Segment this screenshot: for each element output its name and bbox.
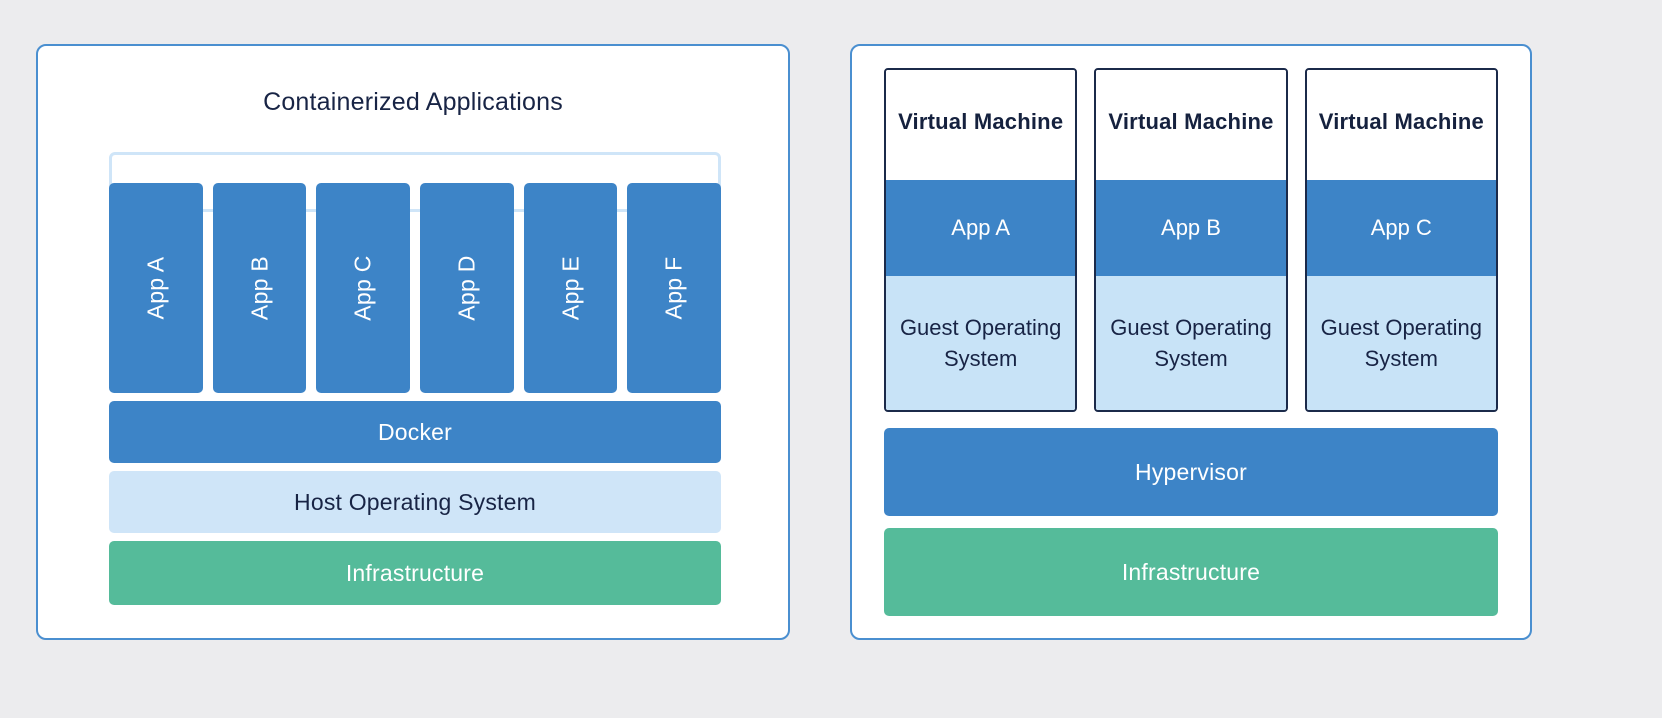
containerized-apps-row: App A App B App C App D App E App F bbox=[109, 183, 722, 393]
virtual-machine-app: App B bbox=[1096, 180, 1286, 276]
app-container-label: App C bbox=[349, 255, 376, 321]
virtual-machine-2[interactable]: Virtual Machine App B Guest Operating Sy… bbox=[1094, 68, 1288, 412]
guest-operating-system: Guest Operating System bbox=[1096, 276, 1286, 410]
app-container-c[interactable]: App C bbox=[316, 183, 411, 393]
host-operating-system-layer[interactable]: Host Operating System bbox=[109, 471, 721, 533]
container-outline-shape bbox=[109, 152, 721, 212]
virtual-machine-title: Virtual Machine bbox=[1306, 70, 1496, 180]
guest-operating-system: Guest Operating System bbox=[886, 276, 1076, 410]
virtual-machine-3[interactable]: Virtual Machine App C Guest Operating Sy… bbox=[1304, 68, 1498, 412]
app-container-f[interactable]: App F bbox=[627, 183, 722, 393]
guest-operating-system: Guest Operating System bbox=[1306, 276, 1496, 410]
app-container-label: App E bbox=[557, 255, 584, 321]
virtual-machine-1[interactable]: Virtual Machine App A Guest Operating Sy… bbox=[884, 68, 1078, 412]
app-container-label: App B bbox=[246, 255, 272, 321]
virtual-machines-row: Virtual Machine App A Guest Operating Sy… bbox=[884, 68, 1498, 412]
app-container-label: App D bbox=[453, 255, 480, 321]
containers-panel: Containerized Applications App A App B A… bbox=[36, 44, 790, 640]
infrastructure-layer-left[interactable]: Infrastructure bbox=[109, 541, 721, 605]
app-container-b[interactable]: App B bbox=[212, 183, 307, 393]
app-container-a[interactable]: App A bbox=[109, 183, 203, 393]
virtual-machine-app: App C bbox=[1306, 180, 1496, 276]
page-title: Containerized Applications bbox=[263, 88, 563, 116]
virtual-machine-app: App A bbox=[886, 180, 1076, 276]
virtual-machines-panel: Virtual Machine App A Guest Operating Sy… bbox=[850, 44, 1532, 640]
app-container-d[interactable]: App D bbox=[420, 183, 514, 393]
virtual-machine-title: Virtual Machine bbox=[1096, 70, 1286, 180]
virtual-machine-title: Virtual Machine bbox=[886, 70, 1076, 180]
infrastructure-layer-right[interactable]: Infrastructure bbox=[884, 528, 1498, 616]
hypervisor-layer[interactable]: Hypervisor bbox=[884, 428, 1498, 516]
app-container-label: App F bbox=[660, 256, 687, 320]
app-container-label: App A bbox=[142, 256, 169, 320]
app-container-e[interactable]: App E bbox=[523, 183, 618, 393]
docker-layer[interactable]: Docker bbox=[109, 401, 721, 463]
